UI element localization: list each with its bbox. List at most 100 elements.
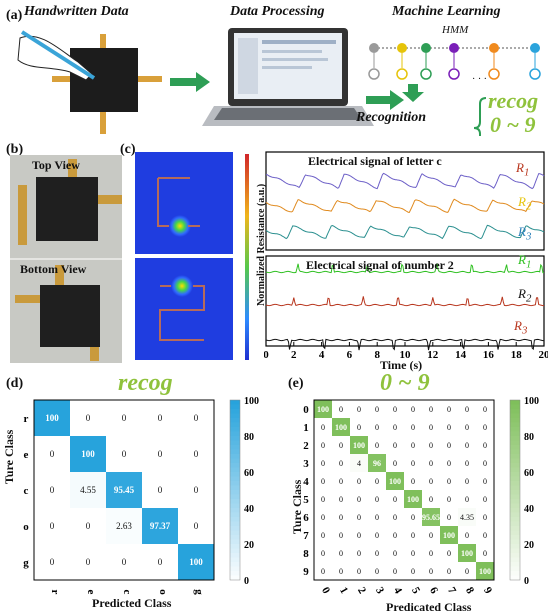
colorbar-segment <box>230 454 240 459</box>
cm-cell-value: 0 <box>357 567 361 576</box>
cm-cell-value: 0 <box>393 423 397 432</box>
colorbar-segment <box>230 449 240 455</box>
colorbar-segment <box>230 427 240 432</box>
colorbar-tick-label: 80 <box>244 432 254 443</box>
cm-cell-value: 0 <box>483 441 487 450</box>
colorbar-tick-label: 80 <box>524 432 534 443</box>
cm-cell <box>142 400 178 436</box>
cm-col-label: 3 <box>373 585 386 596</box>
cm-cell <box>350 418 368 436</box>
cm-cell <box>106 508 142 544</box>
cm-col-label: o <box>157 589 169 595</box>
cm-cell <box>476 436 494 454</box>
cm-cell-value: 0 <box>447 423 451 432</box>
cm-cell <box>386 490 404 508</box>
colorbar-segment <box>510 521 520 527</box>
cm-cell-value: 0 <box>375 495 379 504</box>
cm-cell-value: 0 <box>411 531 415 540</box>
cm-col-label: g <box>193 589 205 595</box>
colorbar-segment <box>510 499 520 504</box>
cm-cell-value: 0 <box>393 513 397 522</box>
cm-cell-value: 0 <box>465 441 469 450</box>
cm-row-label: 6 <box>303 512 309 524</box>
cm-cell <box>422 454 440 472</box>
plot1-title: Electrical signal of letter c <box>308 154 442 168</box>
cm-cell-value: 0 <box>483 477 487 486</box>
cm-col-label: e <box>85 590 97 595</box>
plot-letter-c-frame <box>265 151 545 251</box>
cm-cell-value: 0 <box>339 567 343 576</box>
cm-cell <box>314 400 332 418</box>
cm-cell-value: 0 <box>411 405 415 414</box>
colorbar-segment <box>510 490 520 495</box>
colorbar-segment <box>230 557 240 563</box>
colorbar-segment <box>230 467 240 473</box>
cm-cell-value: 0 <box>339 531 343 540</box>
cm-cell <box>70 400 106 436</box>
plot2-title: Electrical signal of number 2 <box>306 258 454 272</box>
cm-row-label: o <box>23 521 29 533</box>
x-axis-label: Time (s) <box>380 358 423 372</box>
cm-cell-value: 0 <box>339 513 343 522</box>
cm-cell <box>178 436 214 472</box>
panel-d-y-label: Ture Class <box>2 429 16 484</box>
series-label-r1-letter: R1 <box>516 160 530 179</box>
cm-cell <box>458 472 476 490</box>
cm-cell-value: 0 <box>339 495 343 504</box>
colorbar-segment <box>510 472 520 477</box>
ml-title: Machine Learning <box>392 4 501 19</box>
cm-col-label: 1 <box>337 585 350 596</box>
cm-cell-value: 0 <box>465 477 469 486</box>
cm-cell-value: 0 <box>339 477 343 486</box>
colorbar-segment <box>230 422 240 428</box>
cm-row-label: 3 <box>303 458 309 470</box>
colorbar-tick-label: 0 <box>244 576 249 587</box>
cm-cell-value: 0 <box>393 495 397 504</box>
cm-cell <box>332 418 350 436</box>
cm-cell <box>458 436 476 454</box>
cm-cell <box>34 472 70 508</box>
cm-cell-value: 100 <box>407 495 419 504</box>
cm-cell <box>458 544 476 562</box>
cm-cell <box>332 436 350 454</box>
cm-cell-value: 100 <box>479 567 491 576</box>
cm-row-label: 1 <box>303 422 309 434</box>
cm-frame <box>313 399 495 581</box>
colorbar-segment <box>510 431 520 437</box>
colorbar-segment <box>230 436 240 441</box>
cm-cell <box>404 508 422 526</box>
colorbar-segment <box>510 418 520 423</box>
colorbar-segment <box>510 467 520 473</box>
series-label-r2-letter: R2 <box>518 194 532 213</box>
colorbar-segment <box>510 445 520 450</box>
cm-cell-value: 0 <box>194 449 199 459</box>
colorbar-segment <box>510 544 520 549</box>
cm-cell <box>314 508 332 526</box>
cm-cell <box>386 508 404 526</box>
colorbar-segment <box>510 458 520 464</box>
cm-cell <box>422 526 440 544</box>
colorbar-segment <box>510 571 520 576</box>
cm-cell-value: 0 <box>321 513 325 522</box>
colorbar-segment <box>510 449 520 455</box>
cm-row-label: g <box>23 557 29 569</box>
cm-cell-value: 0 <box>86 521 91 531</box>
x-tick-label: 10 <box>400 349 412 361</box>
cm-cell-value: 0 <box>447 495 451 504</box>
cm-cell-value: 0 <box>411 441 415 450</box>
colorbar-segment <box>230 485 240 491</box>
cm-cell-value: 0 <box>357 549 361 558</box>
cm-cell <box>386 526 404 544</box>
cm-cell-value: 0 <box>50 557 55 567</box>
cm-cell-value: 0 <box>447 549 451 558</box>
cm-cell-value: 0 <box>158 449 163 459</box>
cm-cell-value: 0 <box>339 549 343 558</box>
cm-row-label: 7 <box>303 530 309 542</box>
cm-col-label: 4 <box>391 585 404 596</box>
cm-cell <box>142 436 178 472</box>
cm-cell <box>70 508 106 544</box>
colorbar-tick-label: 60 <box>244 468 254 479</box>
cm-cell <box>34 544 70 580</box>
cm-cell <box>440 418 458 436</box>
